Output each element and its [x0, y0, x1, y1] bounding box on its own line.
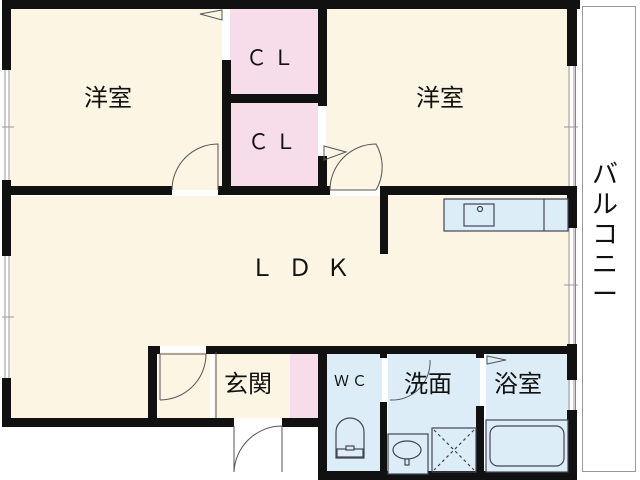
wall-bottom-left	[2, 418, 234, 427]
room-label-balcony: バルコニー	[591, 160, 618, 310]
entrance-area	[214, 352, 290, 418]
wall-room-divider	[2, 186, 172, 195]
wall-left-lower	[2, 378, 11, 426]
room-label-western-left: 洋室	[84, 84, 132, 112]
wall-right-lower	[567, 344, 577, 380]
room-label-washroom: 洗面	[404, 370, 452, 398]
balcony-railing	[582, 6, 636, 472]
wall-left-mid	[2, 180, 11, 256]
wall-top	[2, 0, 580, 9]
closet-upper	[230, 8, 318, 96]
wall-wash-bath-upper	[476, 346, 484, 358]
wall-bottom-entrance-right	[282, 418, 322, 427]
entrance-closet	[290, 352, 318, 418]
door-swing-icon	[159, 9, 507, 473]
wall-right-mid	[567, 186, 577, 228]
shoe-storage-area	[158, 352, 210, 418]
wall-right-upper	[567, 0, 577, 66]
room-label-bathroom: 浴室	[494, 370, 542, 398]
wall-entrance-top2	[206, 346, 576, 354]
wall-closet-right	[318, 0, 327, 106]
wall-wash-bath-lower	[476, 406, 484, 476]
wall-closet-left-upper	[222, 60, 231, 194]
bathtub-icon	[485, 419, 569, 473]
wall-room-divider-mid	[218, 186, 330, 195]
washing-machine-space-icon	[431, 427, 477, 473]
balcony	[575, 0, 640, 480]
wall-room-divider-right	[380, 186, 576, 195]
wall-entrance-left	[148, 346, 157, 426]
toilet-icon	[335, 417, 365, 459]
wall-wet-bottom	[318, 471, 576, 480]
wall-closet-right-lower	[318, 156, 327, 194]
closet-lower	[230, 102, 318, 190]
wall-left-upper	[2, 0, 11, 70]
western-room-left	[10, 8, 222, 190]
wall-wc-wash-upper	[380, 346, 387, 358]
wall-wc-wash-lower	[380, 402, 387, 476]
room-label-ldk: ＬＤＫ	[250, 254, 364, 282]
room-label-closet-upper: ＣＬ	[246, 46, 300, 70]
wall-entrance-top	[148, 346, 160, 354]
wall-ldk-stub	[380, 186, 388, 254]
wall-right-bottom	[567, 410, 577, 480]
wall-closet-mid	[222, 94, 326, 103]
kitchen-counter-icon	[443, 198, 569, 232]
room-label-entrance: 玄関	[224, 370, 272, 398]
western-room-right	[326, 8, 570, 190]
ldk-lower-left	[10, 340, 152, 418]
wall-wet-left	[318, 346, 327, 480]
window-icon	[2, 66, 578, 410]
room-label-western-right: 洋室	[416, 84, 464, 112]
room-label-closet-lower: ＣＬ	[248, 130, 302, 154]
washbasin-icon	[387, 433, 429, 475]
room-label-toilet: ＷＣ	[334, 372, 371, 390]
